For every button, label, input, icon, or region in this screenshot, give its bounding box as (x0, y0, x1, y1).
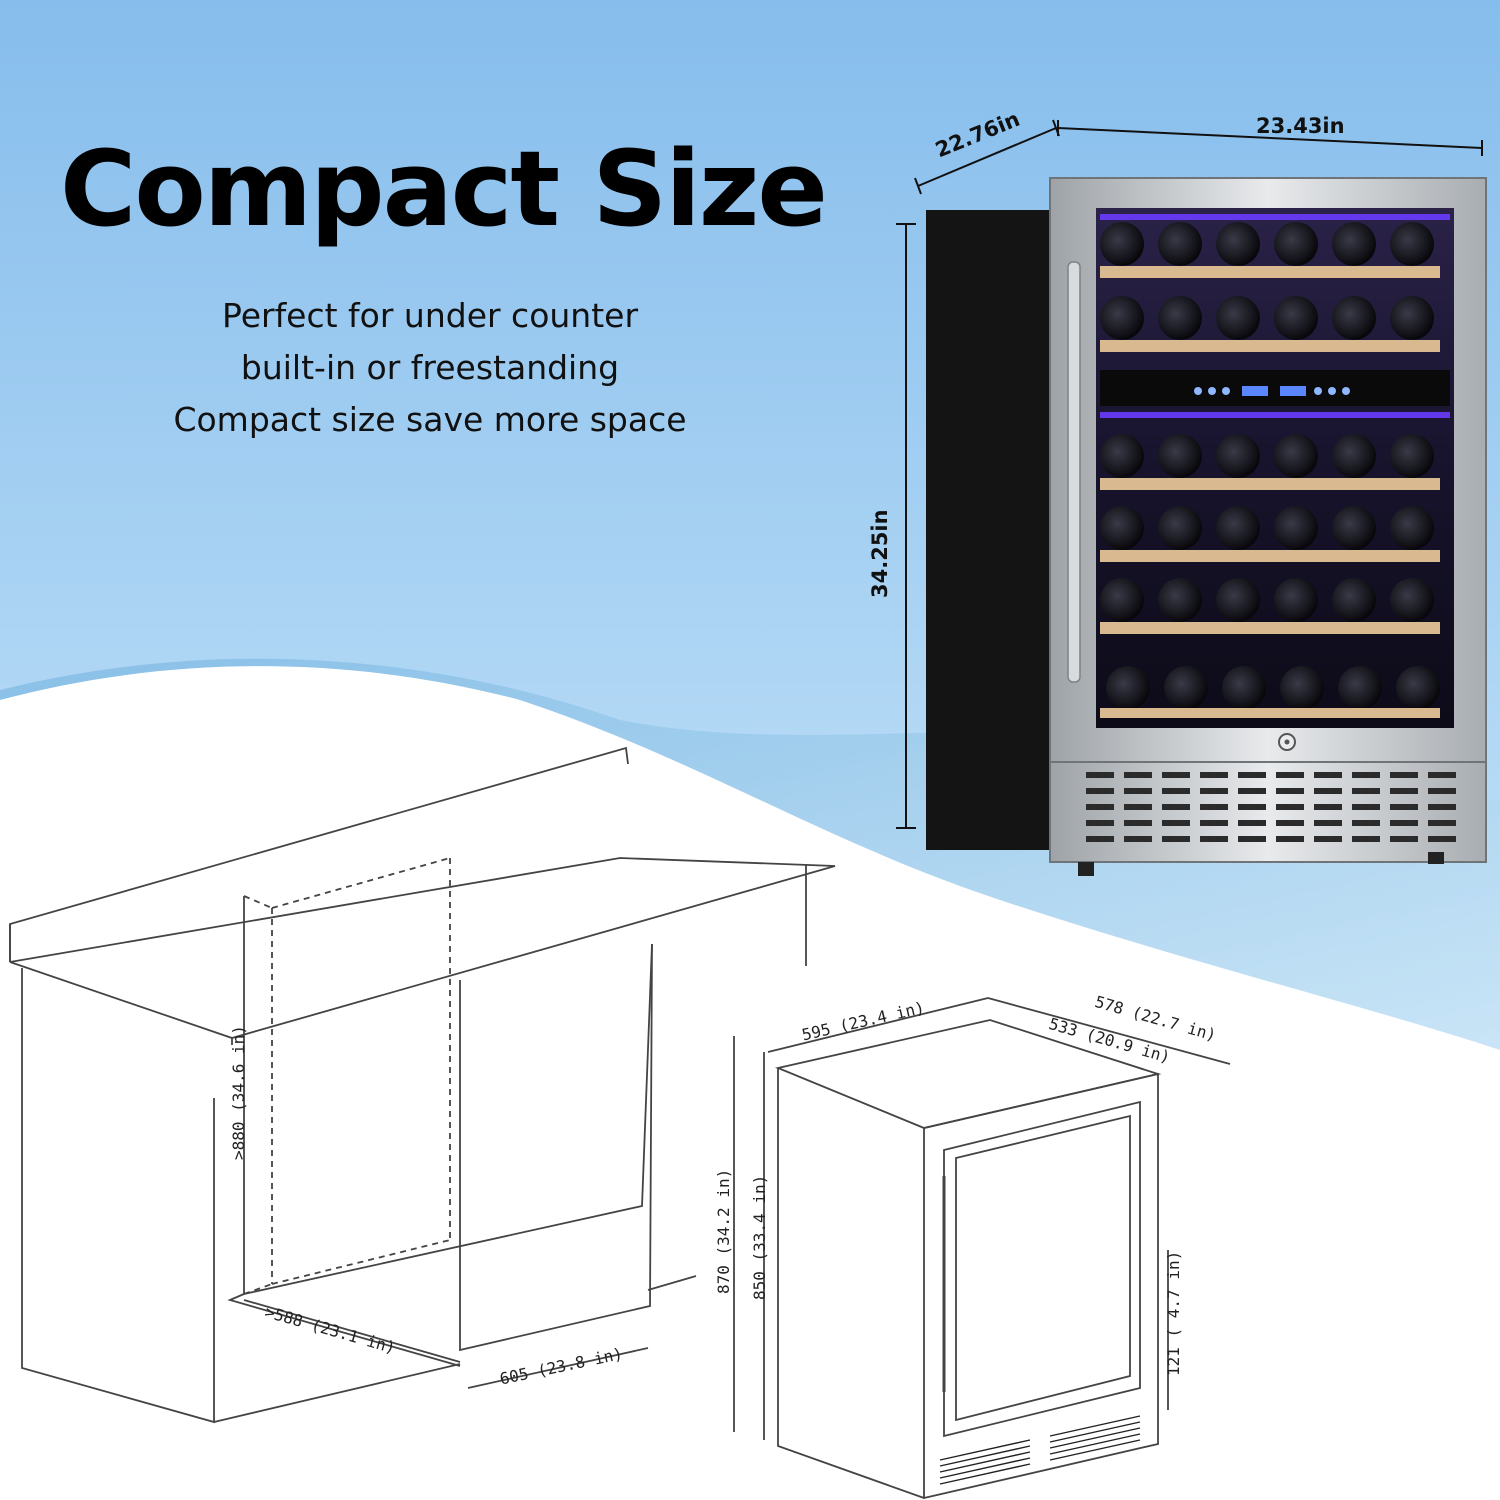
unit-body-height-label: 850 (33.4 in) (750, 1174, 769, 1300)
width-dimension-line (1057, 127, 1483, 149)
shelf-front (1100, 266, 1440, 278)
depth-dimension-line (917, 127, 1057, 187)
cabinet-min-height-label: >880 (34.6 in) (229, 1025, 248, 1160)
unit-front (923, 1072, 1159, 1500)
unit-side (777, 1068, 925, 1499)
bottle-row (1100, 506, 1434, 550)
subtitle-line-1: Perfect for under counter (221, 296, 639, 335)
cabinet-opening (243, 896, 653, 1296)
width-dimension-label: 23.43in (1256, 114, 1345, 138)
shelf-front (1100, 622, 1440, 634)
bottle-row (1100, 296, 1434, 340)
lock-icon (1278, 733, 1296, 751)
height-dimension-label: 34.25in (868, 509, 892, 598)
shelf-front (1100, 340, 1440, 352)
shelf-front (1100, 478, 1440, 490)
shelf-front (1100, 708, 1440, 718)
page-title: Compact Size (60, 128, 828, 250)
control-panel-display (1100, 370, 1450, 406)
bottle-row (1106, 666, 1440, 710)
cabinet-drawing (9, 746, 836, 1424)
shelf-front (1100, 550, 1440, 562)
vent-grille-panel (1049, 761, 1487, 863)
bottle-row (1100, 434, 1434, 478)
door-handle (1067, 261, 1081, 683)
countertop (9, 857, 836, 1039)
opening-dashed-outline (243, 857, 451, 1295)
subtitle-line-2: built-in or freestanding (240, 348, 620, 387)
photo-dimension-lines (896, 119, 1483, 829)
led-strip-middle (1100, 412, 1450, 418)
left-cabinet (21, 968, 215, 1424)
wine-bottle-rows (1100, 222, 1440, 718)
right-cabinet (459, 943, 653, 1352)
bottle-row (1100, 222, 1434, 266)
cooler-foot (1428, 852, 1444, 864)
white-drawing-panel (0, 666, 1500, 1500)
subtitle-line-3: Compact size save more space (173, 400, 687, 439)
wine-cooler-photo (926, 177, 1487, 876)
unit-vents (939, 1415, 1141, 1485)
cooler-foot (1078, 862, 1094, 876)
unit-drawing (733, 997, 1231, 1500)
bottle-row (1100, 578, 1434, 622)
unit-total-height-label: 870 (34.2 in) (714, 1168, 733, 1294)
control-panel-leds (1194, 386, 1350, 396)
vent-slots (1086, 772, 1456, 842)
led-strip-top (1100, 214, 1450, 220)
unit-base-height-label: 121 ( 4.7 in) (1164, 1250, 1183, 1376)
cooler-side-panel (926, 210, 1054, 850)
